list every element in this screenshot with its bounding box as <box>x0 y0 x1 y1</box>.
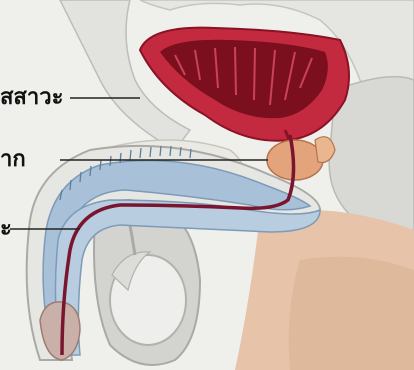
prostate-label: าก <box>0 149 26 171</box>
urethra-label: ะ <box>0 218 12 240</box>
thigh-skin-shade <box>289 257 414 370</box>
bladder-label: สสาวะ <box>0 87 63 109</box>
